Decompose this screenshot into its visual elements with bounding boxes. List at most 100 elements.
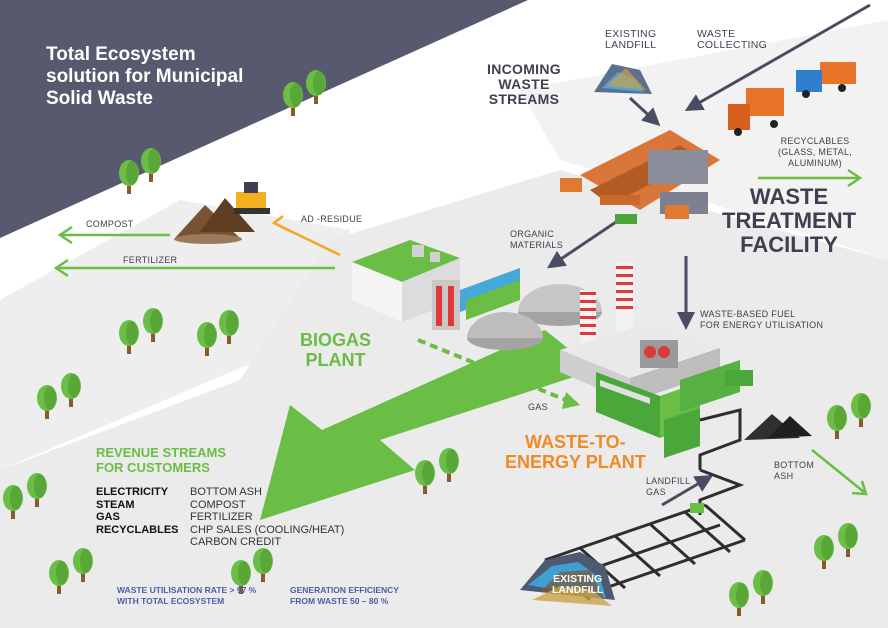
revenue-title-line-1: REVENUE STREAMS [96, 445, 227, 460]
ad-residue-label: AD -RESIDUE [301, 214, 363, 224]
tree-icon [728, 582, 750, 621]
compost-piles [174, 198, 255, 244]
wte-line-2: ENERGY PLANT [505, 452, 646, 472]
collecting-arrow [684, 3, 871, 111]
revenue-title-line-2: FOR CUSTOMERS [96, 460, 210, 475]
tree-icon [282, 82, 304, 121]
revenue-right-item: FERTILIZER [190, 511, 253, 523]
landfill-gas-line-2: GAS [646, 487, 666, 497]
incoming-line-3: STREAMS [488, 91, 560, 107]
tree-icon [813, 535, 835, 574]
revenue-left-item: STEAM [96, 498, 135, 511]
page-title-line-2: solution for Municipal [46, 66, 244, 87]
fuel-line-1: WASTE-BASED FUEL [700, 309, 796, 319]
footer-utilisation: WASTE UTILISATION RATE > 97 % WITH TOTAL… [117, 585, 256, 607]
tree-icon [850, 393, 872, 432]
compost-arrow [57, 225, 170, 245]
wte-line-1: WASTE-TO- [525, 432, 626, 452]
organic-line-2: MATERIALS [510, 240, 564, 250]
landfill-gas-line-1: LANDFILL [646, 476, 691, 486]
gas-label: GAS [528, 402, 548, 412]
revenue-right-list: BOTTOM ASH COMPOST FERTILIZER CHP SALES … [190, 486, 344, 549]
tree-icon [230, 560, 252, 599]
fertilizer-arrow [53, 258, 335, 278]
tree-icon [36, 385, 58, 424]
biogas-line-1: BIOGAS [300, 330, 372, 350]
waste-treatment-machinery [560, 130, 720, 224]
organic-line-1: ORGANIC [510, 229, 555, 239]
utilisation-line-1: WASTE UTILISATION RATE > 97 % [117, 585, 257, 595]
incoming-line-1: INCOMING [487, 61, 561, 77]
revenue-left-item: RECYCLABLES [96, 523, 179, 536]
tree-icon [48, 560, 70, 599]
landfill-heap-bottom [520, 552, 615, 606]
existing-landfill-bottom-line-2: LANDFILL [552, 584, 604, 596]
recyclables-line-2: (GLASS, METAL, [778, 147, 853, 157]
tree-icon [142, 308, 164, 347]
tree-icon [2, 485, 24, 524]
existing-landfill-top-line-1: EXISTING [605, 28, 657, 40]
landfill-gas-label: LANDFILL GAS [646, 476, 690, 498]
page-title: Total Ecosystem solution for Municipal S… [46, 44, 243, 110]
tree-icon [118, 160, 140, 199]
tree-icon [196, 322, 218, 361]
bottom-ash-line-1: BOTTOM [774, 460, 815, 470]
wtf-line-1: WASTE [749, 184, 829, 209]
landfill-in-arrow [628, 96, 661, 127]
wtf-line-2: TREATMENT [722, 208, 857, 233]
recyclables-label: RECYCLABLES (GLASS, METAL, ALUMINUM) [778, 136, 852, 169]
page-title-line-3: Solid Waste [46, 88, 153, 109]
tree-icon [414, 460, 436, 499]
bottom-ash-line-2: ASH [774, 471, 794, 481]
waste-treatment-facility-label: WASTE TREATMENT FACILITY [722, 185, 856, 257]
landfill-heap-top [594, 64, 652, 94]
biogas-building [352, 240, 520, 330]
waste-collecting-label: WASTE COLLECTING [697, 29, 767, 51]
garbage-truck-blue [796, 62, 856, 98]
recyclables-line-3: ALUMINUM) [788, 158, 842, 168]
gas-arrow [417, 338, 580, 409]
pipe-valve [690, 503, 704, 513]
tree-icon [60, 373, 82, 412]
incoming-line-2: WASTE [498, 76, 550, 92]
organic-arrow [547, 220, 617, 269]
waste-collecting-line-2: COLLECTING [697, 39, 768, 51]
page-title-line-1: Total Ecosystem [46, 44, 196, 65]
bulldozer-icon [234, 182, 270, 214]
tree-icon [752, 570, 774, 609]
revenue-left-list: ELECTRICITY STEAM GAS RECYCLABLES [96, 486, 179, 536]
biogas-line-2: PLANT [305, 350, 366, 370]
fuel-line-2: FOR ENERGY UTILISATION [700, 320, 824, 330]
efficiency-line-1: GENERATION EFFICIENCY [290, 585, 399, 595]
landfill-gas-arrow [661, 474, 714, 507]
existing-landfill-bottom-label: EXISTING LANDFILL [552, 574, 603, 596]
waste-to-energy-label: WASTE-TO- ENERGY PLANT [505, 432, 646, 472]
biogas-plant-label: BIOGAS PLANT [300, 330, 371, 370]
tree-icon [140, 148, 162, 187]
ad-residue-arrow [271, 215, 341, 257]
compost-label: COMPOST [86, 219, 134, 229]
revenue-left-item: ELECTRICITY [96, 486, 169, 498]
tree-icon [26, 473, 48, 512]
revenue-title: REVENUE STREAMS FOR CUSTOMERS [96, 445, 226, 475]
existing-landfill-bottom-line-1: EXISTING [553, 573, 603, 585]
tree-icon [118, 320, 140, 359]
revenue-right-item: COMPOST [190, 498, 246, 511]
bottom-ash-label: BOTTOM ASH [774, 460, 814, 482]
wtf-line-3: FACILITY [740, 232, 838, 257]
efficiency-line-2: FROM WASTE 50 – 80 % [290, 596, 389, 606]
biogas-big-arrow [260, 330, 595, 520]
bottom-ash-arrow [811, 449, 868, 496]
waste-collecting-line-1: WASTE [697, 28, 736, 40]
tree-icon [826, 405, 848, 444]
existing-landfill-top-label: EXISTING LANDFILL [605, 29, 656, 51]
tree-icon [218, 310, 240, 349]
incoming-streams-label: INCOMING WASTE STREAMS [487, 62, 561, 107]
waste-based-fuel-label: WASTE-BASED FUEL FOR ENERGY UTILISATION [700, 309, 823, 331]
fertilizer-label: FERTILIZER [123, 255, 178, 265]
tree-icon [72, 548, 94, 587]
footer-efficiency: GENERATION EFFICIENCY FROM WASTE 50 – 80… [290, 585, 399, 607]
tree-icon [252, 548, 274, 587]
garbage-truck-orange [728, 88, 784, 136]
